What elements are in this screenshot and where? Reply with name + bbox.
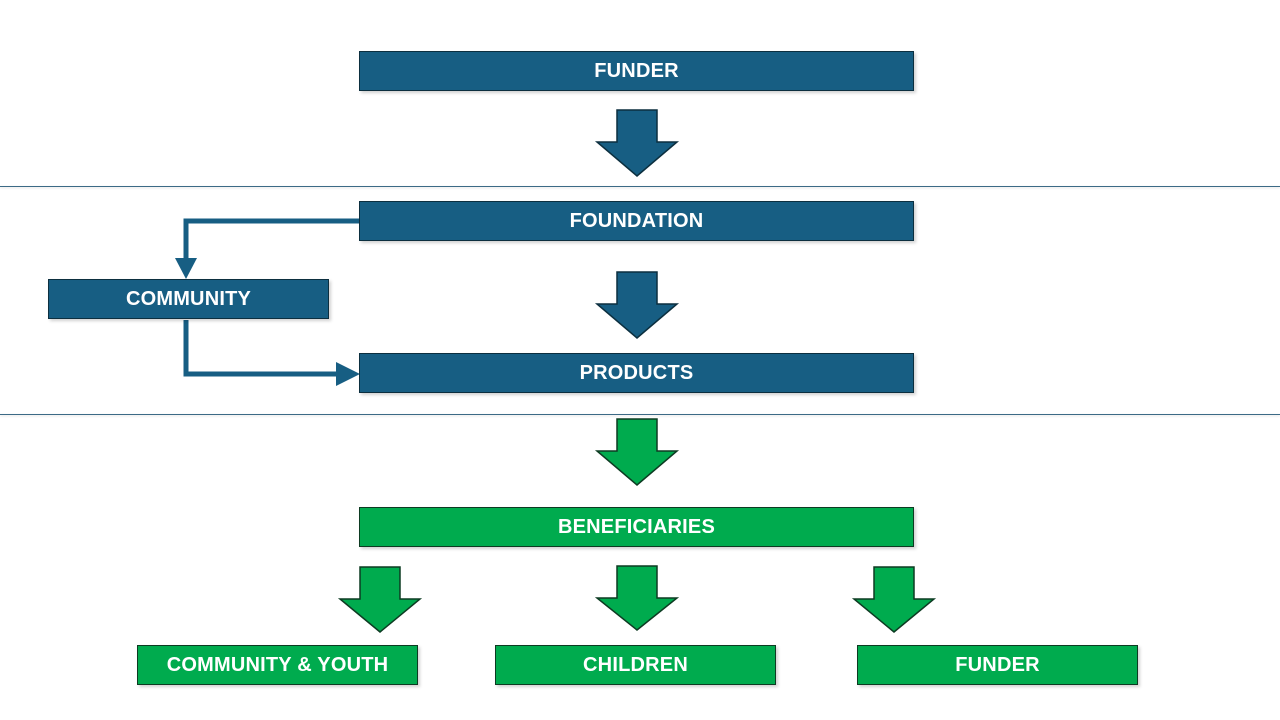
down-arrow-products-beneficiaries	[594, 418, 680, 486]
funder-top-box: FUNDER	[359, 51, 914, 91]
elbow-foundation-community	[183, 218, 360, 262]
beneficiaries-box: BENEFICIARIES	[359, 507, 914, 547]
community-youth-box: COMMUNITY & YOUTH	[137, 645, 418, 685]
down-arrow-children	[594, 565, 680, 631]
arrowhead-products	[336, 362, 360, 386]
funder-bottom-box: FUNDER	[857, 645, 1138, 685]
down-arrow-funder-foundation	[594, 109, 680, 177]
products-box: PRODUCTS	[359, 353, 914, 393]
foundation-box: FOUNDATION	[359, 201, 914, 241]
section-divider-top	[0, 186, 1280, 187]
elbow-community-products	[183, 320, 340, 377]
children-box: CHILDREN	[495, 645, 776, 685]
down-arrow-community-youth	[337, 566, 423, 633]
down-arrow-foundation-products	[594, 271, 680, 339]
section-divider-bottom	[0, 414, 1280, 415]
community-box: COMMUNITY	[48, 279, 329, 319]
down-arrow-funder-bottom	[851, 566, 937, 633]
arrowhead-community	[175, 258, 197, 279]
